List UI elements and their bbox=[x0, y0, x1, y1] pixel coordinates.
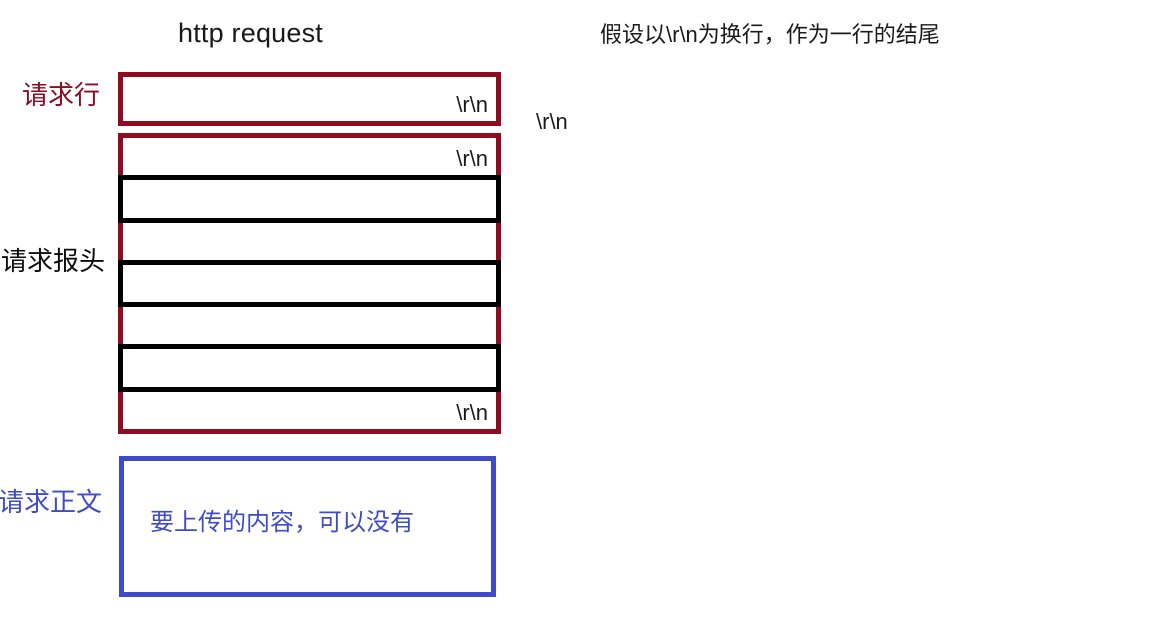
request-line-crlf: \r\n bbox=[456, 92, 488, 117]
page-title: http request bbox=[178, 18, 323, 48]
request-header-block: \r\n \r\n bbox=[118, 133, 501, 434]
header-row-list: \r\n \r\n bbox=[118, 133, 501, 434]
label-request-body: 请求正文 bbox=[0, 487, 103, 517]
header-row bbox=[118, 344, 501, 392]
header-row bbox=[118, 175, 501, 223]
request-body-box: 要上传的内容，可以没有 bbox=[119, 456, 496, 597]
label-request-header: 请求报头 bbox=[1, 246, 106, 276]
header-row bbox=[118, 222, 501, 260]
request-body-text: 要上传的内容，可以没有 bbox=[150, 509, 414, 536]
header-row-crlf: \r\n bbox=[456, 146, 488, 172]
header-row-crlf: \r\n bbox=[456, 399, 488, 425]
header-row bbox=[118, 307, 501, 345]
header-row bbox=[118, 259, 501, 308]
header-row: \r\n bbox=[118, 391, 501, 434]
label-request-line: 请求行 bbox=[22, 80, 101, 110]
line-ending-note: 假设以\r\n为换行，作为一行的结尾 bbox=[600, 22, 940, 47]
request-line-box: \r\n bbox=[118, 72, 501, 126]
standalone-crlf-annotation: \r\n bbox=[536, 109, 568, 134]
header-row: \r\n bbox=[118, 133, 501, 176]
